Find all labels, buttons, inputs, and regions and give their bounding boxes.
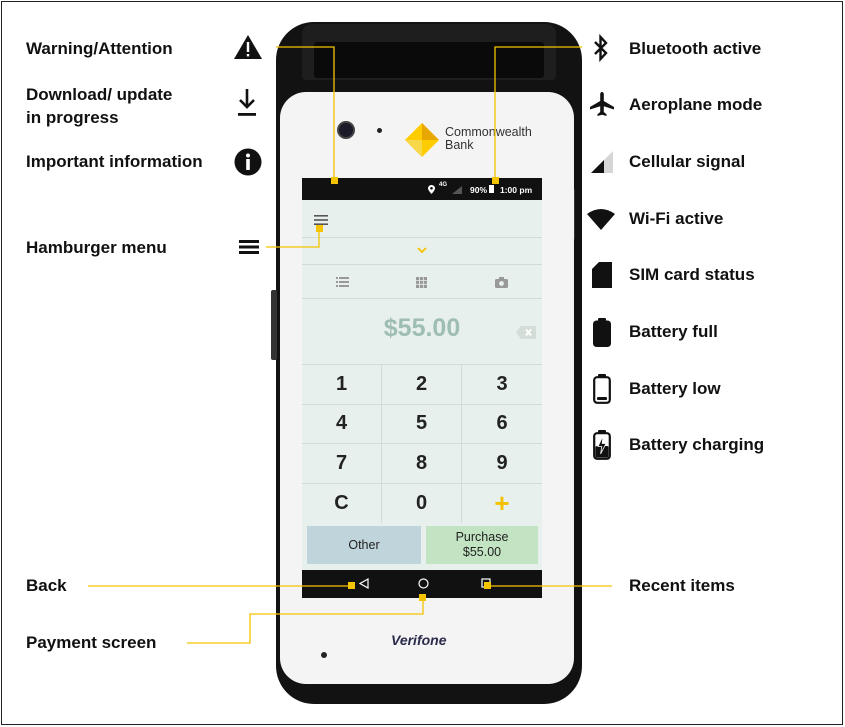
label-cellular: Cellular signal bbox=[629, 152, 746, 171]
label-download-line1: Download/ update bbox=[26, 85, 173, 104]
purchase-amount: $55.00 bbox=[462, 545, 502, 559]
home-nav-icon[interactable] bbox=[418, 578, 429, 589]
key-clear[interactable]: C bbox=[302, 483, 382, 523]
label-battery-low: Battery low bbox=[629, 379, 721, 398]
bank-name: Commonwealth Bank bbox=[445, 126, 532, 152]
key-2[interactable]: 2 bbox=[382, 365, 462, 405]
label-sim: SIM card status bbox=[629, 265, 755, 284]
amount-display: $55.00 bbox=[383, 314, 461, 342]
hamburger-icon bbox=[239, 240, 259, 254]
key-7[interactable]: 7 bbox=[302, 444, 382, 484]
menu-row bbox=[302, 200, 542, 238]
key-3[interactable]: 3 bbox=[462, 365, 542, 405]
label-aeroplane: Aeroplane mode bbox=[629, 95, 763, 114]
label-warning: Warning/Attention bbox=[26, 39, 173, 58]
entry-mode-row bbox=[302, 265, 542, 299]
list-icon[interactable] bbox=[336, 277, 349, 287]
info-icon bbox=[234, 148, 262, 176]
label-info: Important information bbox=[26, 152, 203, 171]
expand-row[interactable] bbox=[302, 239, 542, 265]
side-button-left[interactable] bbox=[271, 290, 277, 360]
other-button[interactable]: Other bbox=[307, 526, 421, 564]
network-type: 4G bbox=[439, 182, 448, 188]
location-icon bbox=[428, 185, 435, 194]
sensor bbox=[377, 128, 382, 133]
battery-charging-icon bbox=[593, 430, 611, 460]
aeroplane-icon bbox=[590, 92, 614, 116]
bank-name-line2: Bank bbox=[445, 138, 474, 152]
front-camera bbox=[337, 121, 355, 139]
recent-nav-icon[interactable] bbox=[481, 578, 491, 588]
status-signal-icon bbox=[452, 186, 462, 194]
label-battery-full: Battery full bbox=[629, 322, 718, 341]
camera-icon[interactable] bbox=[495, 277, 508, 288]
key-plus[interactable]: + bbox=[494, 487, 510, 518]
keypad-grid-icon[interactable] bbox=[416, 277, 427, 288]
bluetooth-icon bbox=[594, 34, 608, 62]
android-nav-bar bbox=[302, 570, 542, 598]
keypad: 1 2 3 4 5 6 7 8 9 C 0 + bbox=[302, 364, 542, 523]
key-5[interactable]: 5 bbox=[382, 404, 462, 444]
status-battery-icon bbox=[489, 185, 494, 193]
key-1[interactable]: 1 bbox=[302, 365, 382, 405]
download-icon bbox=[238, 89, 256, 116]
key-9[interactable]: 9 bbox=[462, 444, 542, 484]
key-0[interactable]: 0 bbox=[382, 483, 462, 523]
wifi-icon bbox=[587, 209, 615, 230]
screen-hamburger-icon[interactable] bbox=[314, 215, 328, 225]
key-8[interactable]: 8 bbox=[382, 444, 462, 484]
status-bar: 4G 90% 1:00 pm bbox=[302, 178, 542, 200]
label-download-line2: in progress bbox=[26, 108, 119, 127]
cellular-signal-icon bbox=[591, 151, 613, 173]
printer-slot bbox=[314, 42, 544, 78]
warning-icon bbox=[234, 35, 262, 59]
key-4[interactable]: 4 bbox=[302, 404, 382, 444]
battery-full-icon bbox=[593, 318, 611, 347]
backspace-icon[interactable] bbox=[516, 326, 536, 339]
label-recent: Recent items bbox=[629, 576, 735, 595]
label-payment: Payment screen bbox=[26, 633, 157, 652]
status-time: 1:00 pm bbox=[500, 185, 533, 195]
bank-logo-icon bbox=[405, 123, 439, 157]
purchase-label: Purchase bbox=[455, 530, 509, 544]
sim-card-icon bbox=[592, 262, 612, 288]
label-battery-charging: Battery charging bbox=[629, 435, 765, 454]
label-wifi: Wi-Fi active bbox=[629, 209, 724, 228]
chevron-down-icon[interactable] bbox=[417, 247, 427, 253]
key-6[interactable]: 6 bbox=[462, 405, 542, 444]
label-back: Back bbox=[26, 576, 67, 595]
indicator-dot bbox=[321, 652, 327, 658]
status-battery-percent: 90% bbox=[470, 185, 488, 195]
terminal-screen: 4G 90% 1:00 pm bbox=[302, 178, 542, 598]
maker-logo: Verifone bbox=[391, 632, 447, 648]
label-bluetooth: Bluetooth active bbox=[629, 39, 762, 58]
back-nav-icon[interactable] bbox=[359, 578, 369, 589]
battery-low-icon bbox=[593, 374, 611, 404]
purchase-button[interactable]: Purchase $55.00 bbox=[426, 526, 538, 564]
label-hamburger: Hamburger menu bbox=[26, 238, 167, 257]
